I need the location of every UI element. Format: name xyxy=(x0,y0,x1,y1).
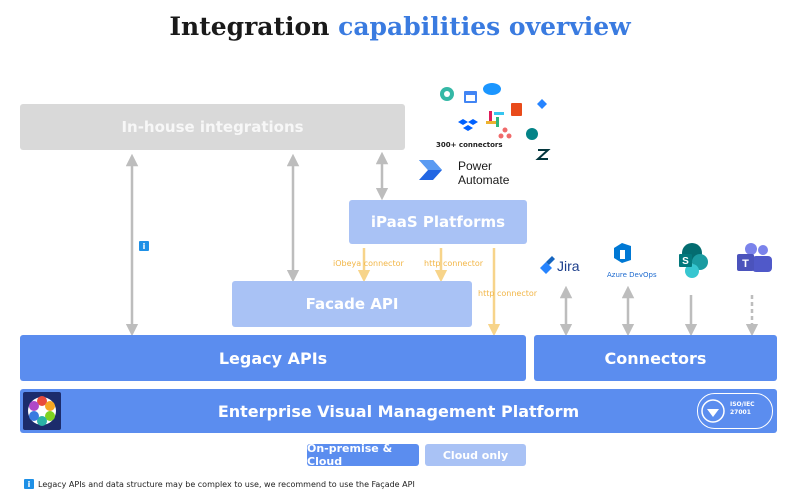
iso-line1: ISO/IEC xyxy=(730,401,755,408)
iso-certification-badge: ISO/IEC 27001 xyxy=(697,393,773,429)
slack-icon xyxy=(486,111,504,127)
asana-icon xyxy=(498,127,512,139)
inhouse-integrations-box: In-house integrations xyxy=(20,104,405,150)
facade-api-box: Facade API xyxy=(232,281,472,327)
svg-text:T: T xyxy=(742,258,749,270)
azure-devops-icon xyxy=(614,243,631,263)
label-http-connector-2: http connector xyxy=(478,289,538,298)
app-icon-1 xyxy=(440,87,454,101)
connector-count-label: 300+ connectors xyxy=(436,141,503,149)
jira-label: Jira xyxy=(557,258,580,274)
iso-line2: 27001 xyxy=(730,409,751,416)
platform-logo-icon xyxy=(23,392,61,430)
teams-icon: T xyxy=(737,243,772,272)
info-icon: i xyxy=(139,241,149,251)
page-title: Integration capabilities overview xyxy=(0,12,800,41)
label-http-connector-1: http connector xyxy=(424,259,484,268)
legacy-apis-box: Legacy APIs xyxy=(20,335,526,381)
azure-devops-label: Azure DevOps xyxy=(607,271,657,279)
power-automate-line1: Power xyxy=(458,159,493,173)
svg-text:S: S xyxy=(682,256,689,267)
legend-on-premise-cloud: On-premise & Cloud xyxy=(307,442,419,468)
platform-box: Enterprise Visual Management Platform xyxy=(20,389,777,433)
jira-icon xyxy=(540,256,555,274)
power-automate-line2: Automate xyxy=(458,173,510,187)
zendesk-icon xyxy=(535,149,551,160)
salesforce-icon xyxy=(483,83,501,95)
sharepoint-small-icon xyxy=(526,128,538,140)
sharepoint-icon: S xyxy=(679,243,708,278)
ipaas-platforms-box: iPaaS Platforms xyxy=(349,200,527,244)
dropbox-icon xyxy=(458,119,478,131)
office-icon xyxy=(511,103,522,116)
footnote-text: Legacy APIs and data structure may be co… xyxy=(38,480,415,489)
power-automate-label: Power Automate xyxy=(458,159,509,187)
title-main: Integration xyxy=(169,12,330,41)
legend-cloud-only: Cloud only xyxy=(425,444,526,466)
jira-small-icon xyxy=(537,99,547,109)
power-automate-icon xyxy=(419,160,442,180)
footnote-info-icon: i xyxy=(24,479,34,489)
title-accent: capabilities overview xyxy=(338,12,631,41)
calendar-icon xyxy=(464,91,477,103)
connectors-box: Connectors xyxy=(534,335,777,381)
label-iobeya-connector: iObeya connector xyxy=(333,259,404,268)
